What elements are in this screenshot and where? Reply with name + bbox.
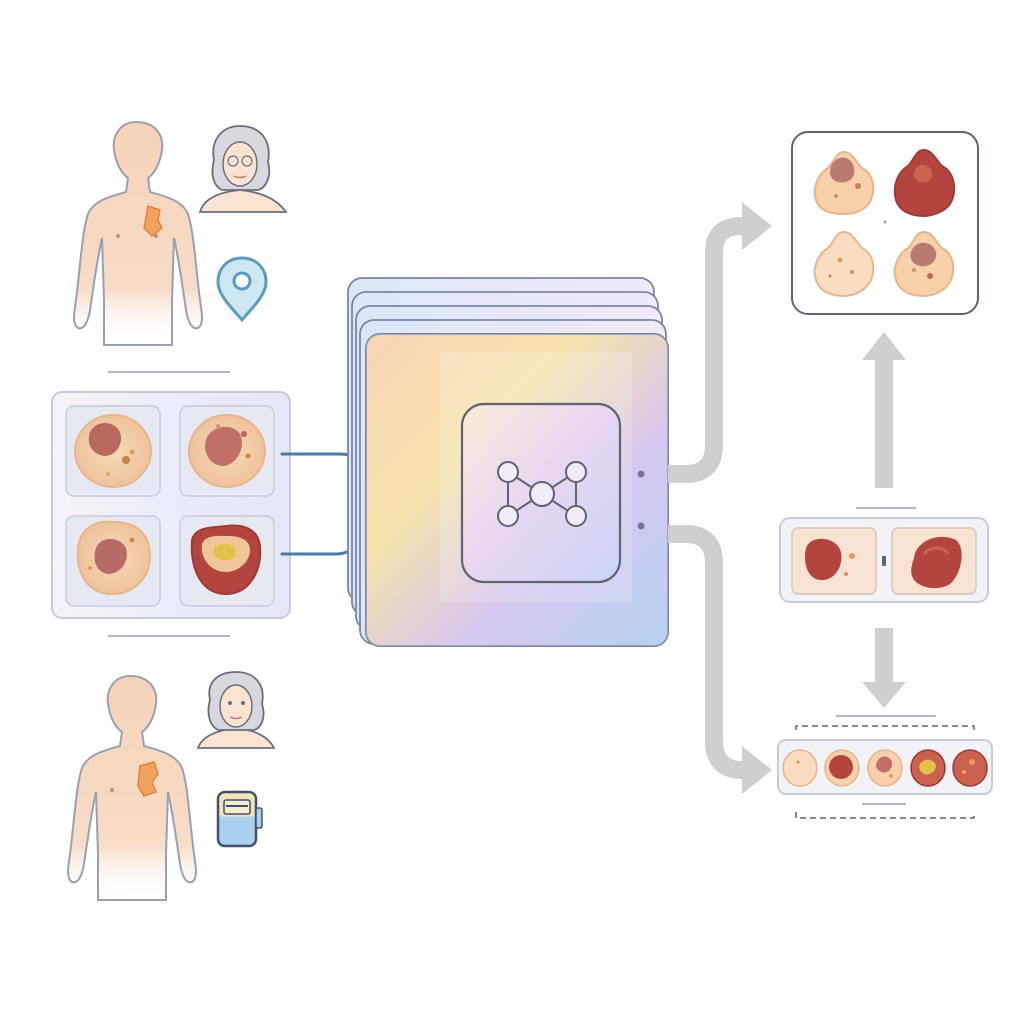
arrow-to-bottom-strip — [668, 525, 751, 779]
output-panel-middle — [779, 507, 989, 603]
output-arrows — [668, 217, 893, 779]
model-core — [460, 402, 622, 584]
input-tile-1 — [65, 405, 161, 497]
strip-lesion-5 — [952, 749, 988, 787]
elderly-woman-portrait-2 — [196, 671, 276, 749]
torso-lesion-spot — [137, 761, 159, 797]
arrow-to-top-panel — [668, 217, 751, 483]
patient-group-2 — [67, 671, 276, 901]
location-pin-icon — [216, 256, 268, 323]
torso-figure-2 — [67, 674, 197, 901]
input-tile-2 — [179, 405, 275, 497]
output-lesion-3 — [813, 230, 875, 298]
middle-lesion-2 — [891, 527, 977, 595]
input-image-grid — [51, 391, 291, 637]
strip-lesion-4 — [910, 749, 946, 787]
output-lesion-4 — [893, 230, 955, 298]
strip-lesion-1 — [782, 749, 818, 787]
input-tile-3 — [65, 515, 161, 607]
output-lesion-2 — [893, 148, 956, 218]
middle-lesion-1 — [791, 527, 877, 595]
model-stack — [347, 277, 669, 647]
elderly-woman-portrait-1 — [198, 125, 288, 213]
arrow-heads — [742, 202, 906, 794]
strip-lesion-3 — [867, 749, 903, 787]
strip-lesion-2 — [824, 749, 860, 787]
patient-group-1 — [73, 120, 288, 373]
network-graph-icon — [497, 461, 587, 527]
output-strip-bottom — [777, 715, 993, 819]
torso-lesion-spot — [143, 205, 163, 238]
output-lesion-1 — [813, 150, 875, 216]
medical-device-icon — [216, 790, 263, 848]
input-tile-4 — [179, 515, 275, 607]
torso-figure-1 — [73, 120, 203, 346]
output-panel-top — [791, 131, 979, 315]
